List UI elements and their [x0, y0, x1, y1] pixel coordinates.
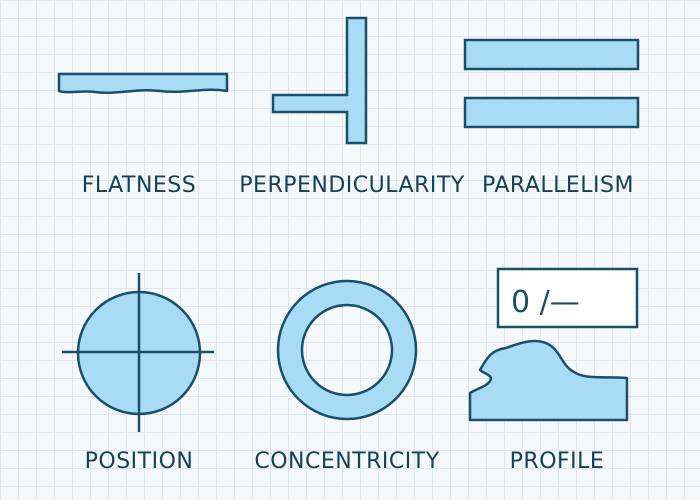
profile-frame-text: 0 /— [511, 285, 580, 320]
perpendicularity-symbol [271, 16, 368, 145]
parallelism-symbol [463, 38, 640, 129]
profile-label: PROFILE [509, 449, 605, 474]
concentricity-ring [276, 279, 418, 421]
profile-symbol: 0 /— [468, 267, 639, 422]
flatness-label: FLATNESS [81, 173, 197, 198]
concentricity-label: CONCENTRICITY [254, 449, 440, 474]
profile-shape [468, 339, 629, 422]
parallel-bar-bottom [463, 96, 640, 129]
flatness-symbol [57, 72, 229, 94]
flatness-bar [57, 72, 229, 94]
perpendicularity-label: PERPENDICULARITY [239, 173, 465, 198]
position-label: POSITION [84, 449, 194, 474]
parallel-bar-top [463, 38, 640, 71]
concentricity-symbol [276, 279, 418, 421]
perpendicularity-shape [271, 16, 368, 145]
parallelism-label: PARALLELISM [482, 173, 634, 198]
position-symbol [62, 273, 214, 432]
profile-feature-frame [496, 267, 639, 329]
